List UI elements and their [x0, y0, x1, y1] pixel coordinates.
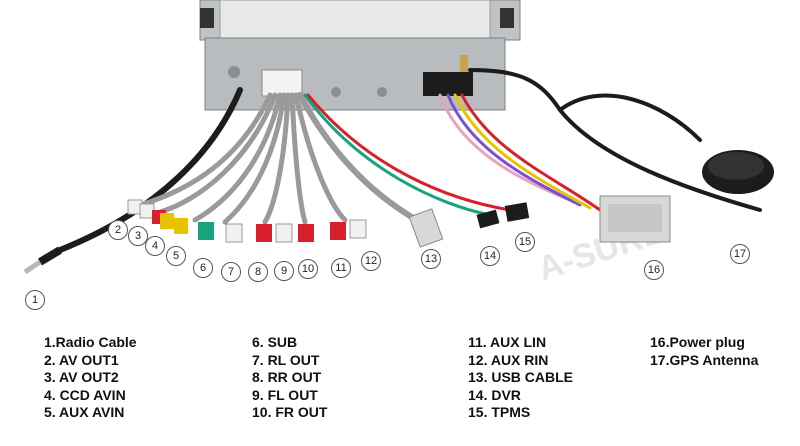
- tpms-connector: [504, 202, 530, 222]
- legend-column-4: 16.Power plug 17.GPS Antenna: [650, 334, 758, 369]
- legend-item-9: 9. FL OUT: [252, 386, 318, 403]
- callout-1: 1: [25, 290, 45, 310]
- callout-10: 10: [298, 259, 318, 279]
- legend-item-4: 4. CCD AVIN: [44, 386, 126, 403]
- power-plug: [599, 195, 671, 243]
- callout-11: 11: [331, 258, 351, 278]
- radio-cable-plug: [23, 246, 63, 275]
- product-photo: A-SURE: [23, 0, 774, 289]
- legend-item-6: 6. SUB: [252, 334, 298, 350]
- legend-column-1: 1.Radio Cable 2. AV OUT1 3. AV OUT2 4. C…: [44, 334, 137, 422]
- dvr-connector: [476, 209, 500, 229]
- callout-15: 15: [515, 232, 535, 252]
- callout-2: 2: [108, 220, 128, 240]
- gps-antenna: [702, 150, 774, 194]
- callout-9: 9: [274, 261, 294, 281]
- legend-column-2: 6. SUB 7. RL OUT 8. RR OUT 9. FL OUT 10.…: [252, 334, 327, 422]
- usb-connector: [408, 208, 444, 248]
- callout-17: 17: [730, 244, 750, 264]
- legend-item-10: 10. FR OUT: [252, 404, 328, 420]
- legend-item-2: 2. AV OUT1: [44, 351, 119, 368]
- legend-item-12: 12. AUX RIN: [468, 351, 549, 368]
- callout-4: 4: [145, 236, 165, 256]
- callout-6: 6: [193, 258, 213, 278]
- legend-item-17: 17.GPS Antenna: [650, 351, 759, 368]
- callout-5: 5: [166, 246, 186, 266]
- legend-item-13: 13. USB CABLE: [468, 369, 574, 385]
- legend-item-5: 5. AUX AVIN: [44, 404, 125, 420]
- legend-item-3: 3. AV OUT2: [44, 369, 119, 385]
- legend-item-14: 14. DVR: [468, 386, 521, 403]
- callout-14: 14: [480, 246, 500, 266]
- callout-3: 3: [128, 226, 148, 246]
- callout-12: 12: [361, 251, 381, 271]
- callout-16: 16: [644, 260, 664, 280]
- legend-item-16: 16.Power plug: [650, 334, 745, 350]
- cable-bundle: [57, 68, 762, 253]
- callout-8: 8: [248, 262, 268, 282]
- callout-7: 7: [221, 262, 241, 282]
- legend-item-11: 11. AUX LIN: [468, 334, 547, 350]
- legend-item-7: 7. RL OUT: [252, 351, 320, 368]
- legend-item-8: 8. RR OUT: [252, 369, 322, 385]
- legend-item-15: 15. TPMS: [468, 404, 531, 420]
- callout-13: 13: [421, 249, 441, 269]
- legend-item-1: 1.Radio Cable: [44, 334, 137, 350]
- rca-plugs: [127, 199, 367, 243]
- legend-column-3: 11. AUX LIN 12. AUX RIN 13. USB CABLE 14…: [468, 334, 573, 422]
